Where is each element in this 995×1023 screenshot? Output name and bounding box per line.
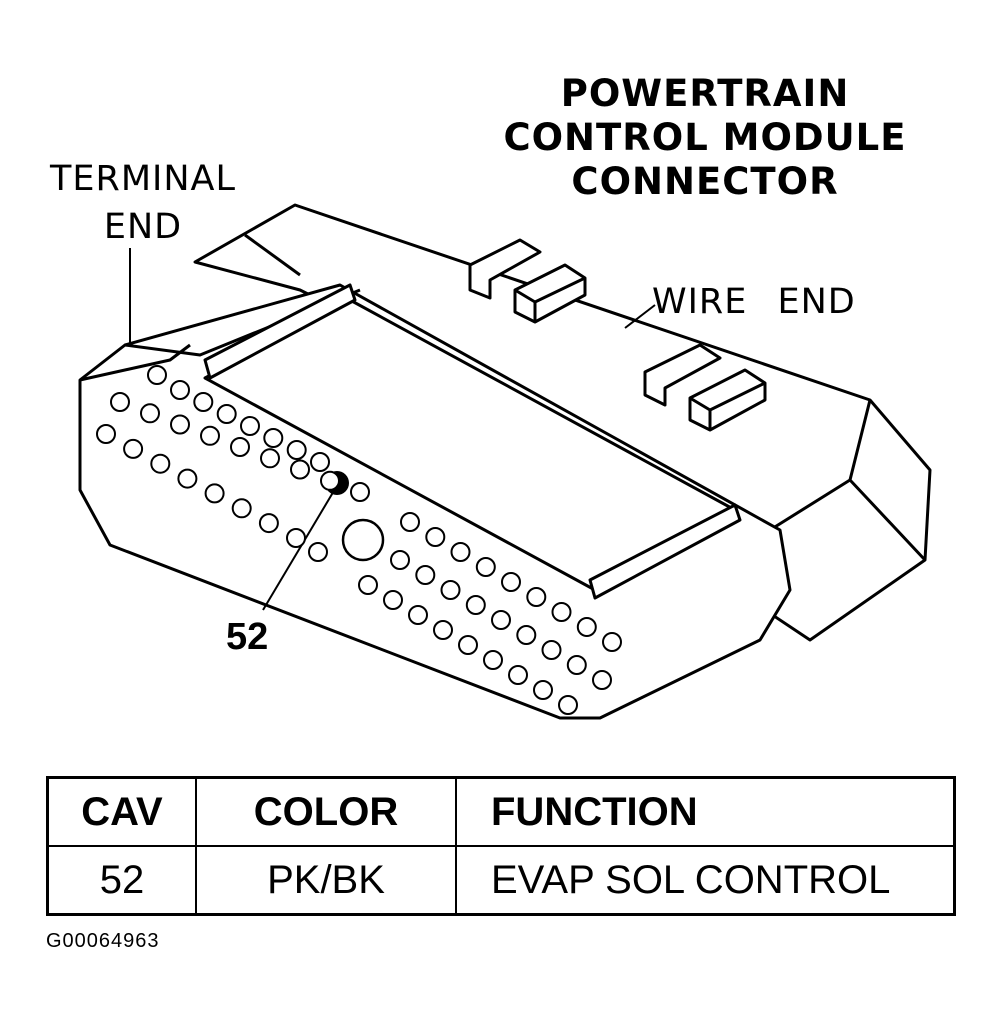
cavity-pin bbox=[390, 550, 410, 570]
header-cav: CAV bbox=[46, 776, 197, 847]
cavity-pin bbox=[508, 665, 528, 685]
terminal-end-line-2: END bbox=[103, 207, 183, 247]
cell-function: EVAP SOL CONTROL bbox=[455, 845, 956, 916]
latch-top-left bbox=[468, 238, 542, 300]
cavity-pin bbox=[286, 528, 306, 548]
cavity-pin bbox=[193, 392, 214, 412]
cavity-pin bbox=[551, 602, 572, 622]
cavity-pin bbox=[400, 512, 420, 532]
polarizing-key-hole bbox=[341, 518, 385, 562]
cavity-pin bbox=[526, 587, 547, 607]
cavity-pin bbox=[576, 617, 597, 637]
cavity-pin bbox=[450, 542, 471, 562]
terminal-end-line-1: TERMINAL bbox=[50, 159, 236, 199]
cavity-pin bbox=[258, 513, 279, 534]
cavity-pin bbox=[320, 470, 340, 491]
cavity-pin bbox=[177, 468, 198, 489]
title-line-3: CONNECTOR bbox=[571, 160, 839, 203]
cavity-pin bbox=[308, 542, 328, 562]
pin-table: CAV COLOR FUNCTION 52 PK/BK EVAP SOL CON… bbox=[46, 776, 956, 916]
header-function: FUNCTION bbox=[455, 776, 956, 847]
cavity-pin bbox=[286, 440, 307, 460]
cavity-pin bbox=[350, 482, 370, 502]
cavity-pin bbox=[491, 610, 511, 630]
cavity-pin bbox=[231, 498, 252, 519]
cavity-pin bbox=[533, 680, 553, 700]
connector-drawing bbox=[78, 203, 932, 720]
cavity-pin bbox=[230, 437, 250, 457]
cell-color: PK/BK bbox=[195, 845, 457, 916]
title-line-1: POWERTRAIN bbox=[560, 72, 850, 115]
cavity-callout-label: 52 bbox=[226, 616, 269, 658]
wire-end-label: WIRE END bbox=[652, 282, 856, 322]
cavity-pin bbox=[290, 459, 310, 480]
cavity-pin bbox=[408, 605, 428, 625]
cavity-pin bbox=[147, 365, 167, 385]
cavity-pin bbox=[170, 380, 190, 400]
cavity-pin bbox=[566, 655, 587, 675]
title-line-2: CONTROL MODULE bbox=[503, 116, 907, 159]
cavity-pin bbox=[516, 625, 537, 645]
cavity-pin bbox=[150, 453, 171, 474]
cavity-pin bbox=[415, 565, 436, 585]
cavity-pin bbox=[440, 580, 461, 600]
cavity-pin bbox=[475, 557, 496, 577]
cavity-pin bbox=[240, 416, 260, 436]
cavity-pin bbox=[383, 590, 403, 610]
table-header-row: CAV COLOR FUNCTION bbox=[46, 776, 956, 847]
cavity-pin bbox=[433, 620, 453, 640]
table-row: 52 PK/BK EVAP SOL CONTROL bbox=[46, 845, 956, 916]
cavity-pin bbox=[110, 392, 130, 412]
cavity-pin bbox=[204, 483, 225, 504]
cavity-pin bbox=[200, 425, 220, 446]
diagram-title: POWERTRAIN CONTROL MODULE CONNECTOR bbox=[480, 72, 930, 204]
cavity-pin bbox=[96, 424, 116, 444]
cavity-pin bbox=[465, 595, 486, 615]
figure-id: G00064963 bbox=[46, 930, 160, 952]
cavity-pin bbox=[425, 527, 446, 547]
terminal-end-label: TERMINAL END bbox=[38, 155, 248, 251]
cavity-pin bbox=[260, 448, 280, 469]
cavity-pin bbox=[458, 635, 478, 655]
cavity-pin bbox=[483, 650, 503, 670]
cavity-pin bbox=[558, 695, 578, 715]
header-color: COLOR bbox=[195, 776, 457, 847]
cavity-pin bbox=[216, 404, 237, 424]
cavity-pin bbox=[170, 414, 190, 435]
cavity-pin bbox=[140, 403, 160, 424]
cavity-pin bbox=[501, 572, 521, 592]
cavity-pin bbox=[123, 438, 144, 459]
cavity-pin bbox=[358, 575, 378, 595]
latch-bottom-left bbox=[643, 343, 722, 407]
cavity-pin bbox=[310, 452, 330, 472]
cavity-pin bbox=[263, 428, 284, 448]
cavity-pin bbox=[592, 670, 612, 690]
cavity-pin bbox=[602, 632, 622, 652]
cell-cav: 52 bbox=[46, 845, 197, 916]
cavity-pin bbox=[541, 640, 562, 660]
